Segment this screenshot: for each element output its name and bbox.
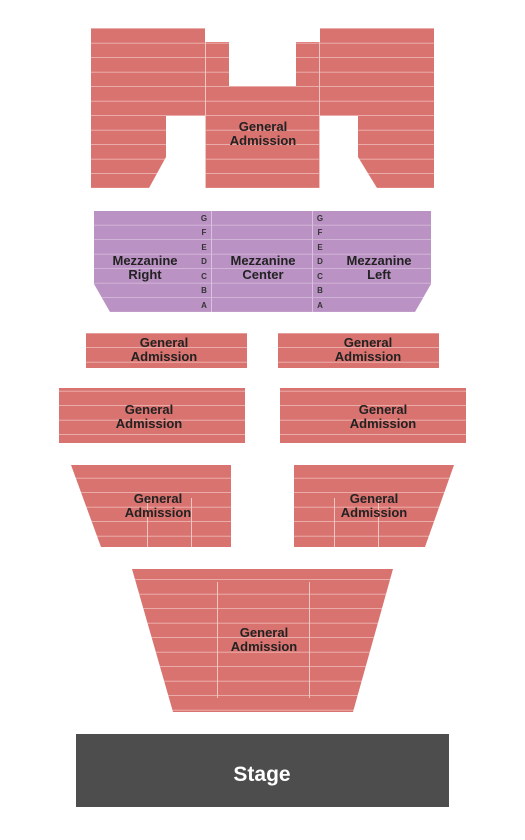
section-label: Admission bbox=[230, 133, 297, 148]
mezzanine-right-section[interactable] bbox=[94, 211, 211, 312]
mezzanine-center-label: Mezzanine bbox=[230, 253, 295, 268]
section-label: General bbox=[125, 402, 173, 417]
section-label: General bbox=[344, 335, 392, 350]
mezzanine-right-label: Right bbox=[128, 267, 162, 282]
section-label: General bbox=[239, 119, 287, 134]
row-label-e: E bbox=[317, 243, 323, 252]
section-ga-row1-left-block[interactable] bbox=[86, 333, 247, 368]
section-ga-row3-right[interactable]: General Admission bbox=[294, 465, 454, 547]
section-label: Admission bbox=[231, 639, 298, 654]
row-label-b: B bbox=[201, 286, 207, 295]
section-label: Admission bbox=[335, 349, 402, 364]
section-ga-row2-left-block[interactable] bbox=[59, 388, 245, 443]
row-label-f: F bbox=[318, 228, 323, 237]
section-label: Admission bbox=[341, 505, 408, 520]
balcony-center[interactable] bbox=[206, 86, 319, 188]
section-ga-row2-left[interactable]: General Admission bbox=[59, 388, 245, 443]
section-ga-floor[interactable]: General Admission bbox=[132, 569, 393, 712]
stage-block bbox=[76, 734, 449, 807]
mezzanine-left-label: Left bbox=[367, 267, 392, 282]
mezzanine-right-label: Mezzanine bbox=[112, 253, 177, 268]
section-label: General bbox=[134, 491, 182, 506]
row-label-g: G bbox=[201, 214, 207, 223]
row-label-g: G bbox=[317, 214, 323, 223]
section-mezzanine: Mezzanine Right Mezzanine Center Mezzani… bbox=[94, 211, 431, 312]
stage: Stage bbox=[76, 734, 449, 807]
row-label-c: C bbox=[317, 272, 323, 281]
section-ga-row1-right[interactable]: General Admission bbox=[278, 333, 439, 368]
section-balcony-general-admission[interactable]: General Admission bbox=[91, 28, 434, 188]
row-label-f: F bbox=[202, 228, 207, 237]
mezzanine-center-section[interactable] bbox=[212, 211, 312, 312]
balcony-left-wing[interactable] bbox=[91, 28, 229, 188]
section-label: Admission bbox=[131, 349, 198, 364]
row-label-a: A bbox=[201, 301, 207, 310]
mezzanine-left-section[interactable] bbox=[313, 211, 431, 312]
section-label: General bbox=[240, 625, 288, 640]
balcony-right-wing[interactable] bbox=[296, 28, 434, 188]
section-label: Admission bbox=[116, 416, 183, 431]
section-label: General bbox=[359, 402, 407, 417]
row-label-d: D bbox=[201, 257, 207, 266]
row-label-c: C bbox=[201, 272, 207, 281]
section-ga-floor-block[interactable] bbox=[132, 569, 393, 712]
section-label: Admission bbox=[125, 505, 192, 520]
row-label-b: B bbox=[317, 286, 323, 295]
row-label-d: D bbox=[317, 257, 323, 266]
section-ga-row3-left[interactable]: General Admission bbox=[71, 465, 231, 547]
mezzanine-center-label: Center bbox=[242, 267, 283, 282]
section-ga-row1-left[interactable]: General Admission bbox=[86, 333, 247, 368]
mezzanine-left-label: Mezzanine bbox=[346, 253, 411, 268]
stage-label: Stage bbox=[233, 763, 290, 786]
section-ga-row1-right-block[interactable] bbox=[278, 333, 439, 368]
section-label: Admission bbox=[350, 416, 417, 431]
row-label-e: E bbox=[201, 243, 207, 252]
row-label-a: A bbox=[317, 301, 323, 310]
section-label: General bbox=[140, 335, 188, 350]
section-ga-row2-right-block[interactable] bbox=[280, 388, 466, 443]
section-ga-row2-right[interactable]: General Admission bbox=[280, 388, 466, 443]
section-label: General bbox=[350, 491, 398, 506]
